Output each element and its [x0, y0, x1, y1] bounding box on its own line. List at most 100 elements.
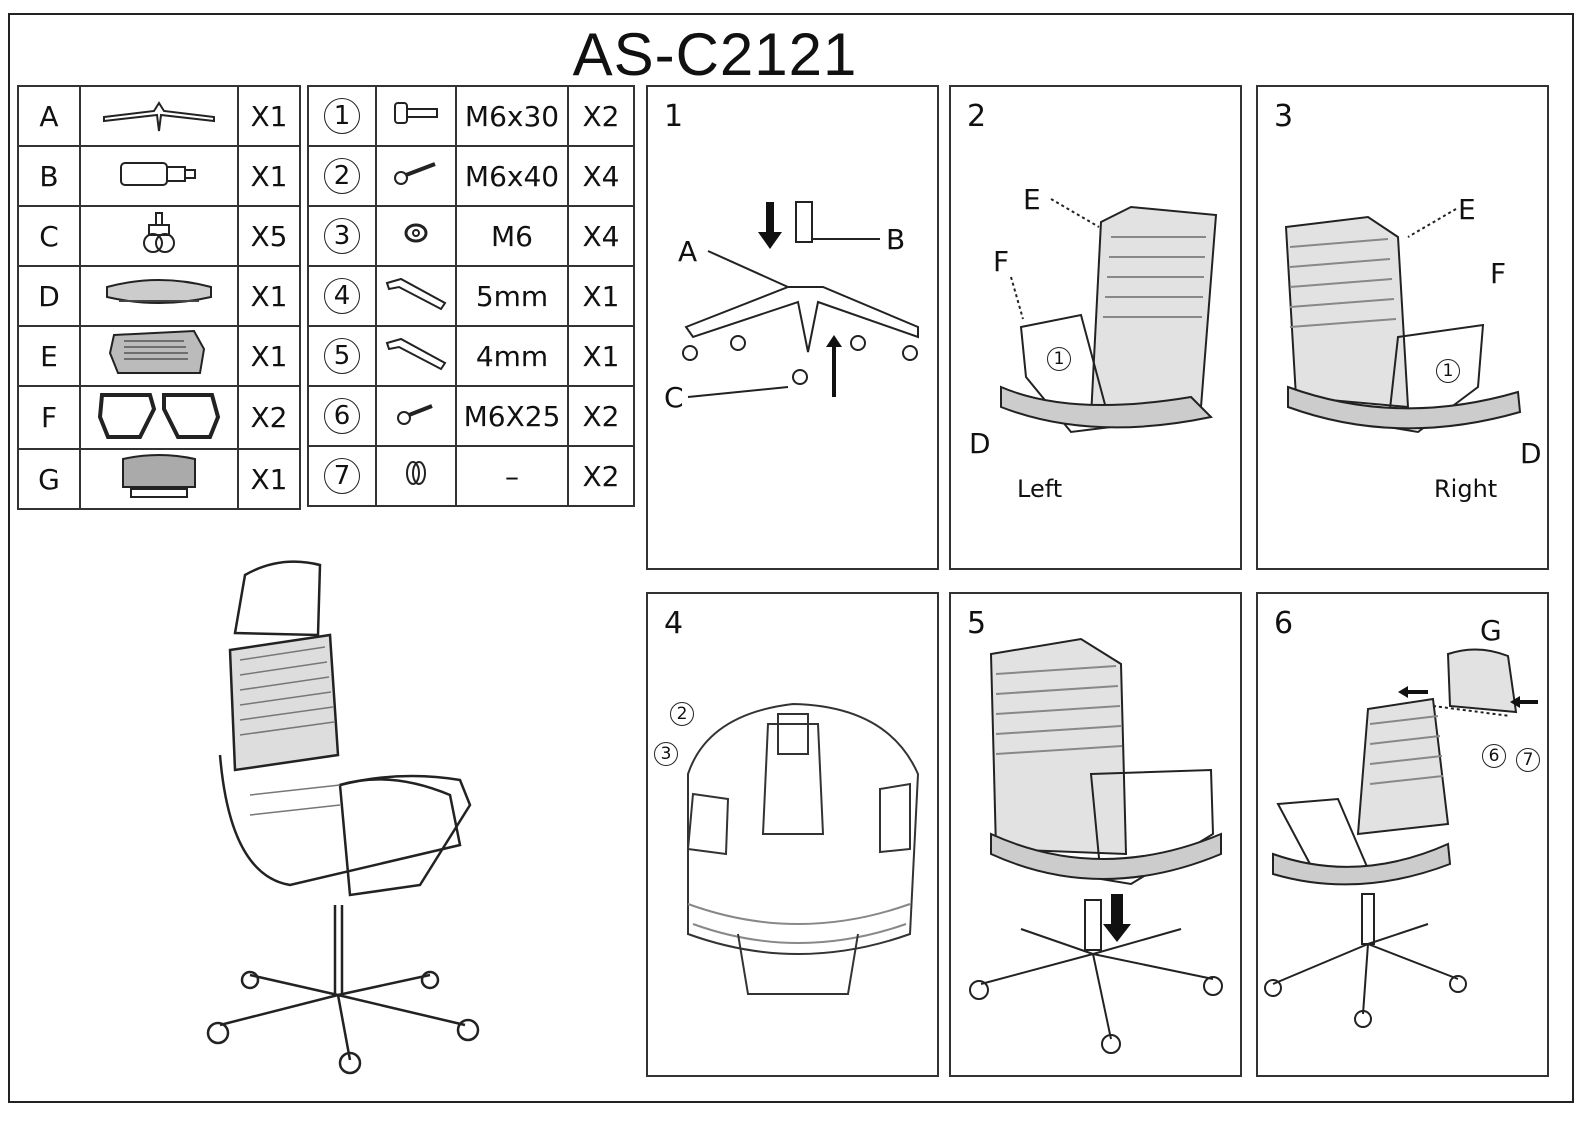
part-row-c: C X5 — [17, 205, 301, 267]
screw-callout: 6 — [1482, 744, 1506, 768]
step-number: 5 — [967, 606, 987, 641]
part-row-d: D X1 — [17, 265, 301, 327]
part-letter: A — [17, 85, 81, 147]
step-6-panel: 6 G 6 7 — [1256, 592, 1549, 1077]
product-title: AS-C2121 — [572, 21, 858, 88]
hardware-spec: 5mm — [455, 265, 569, 327]
hardware-number: 1 — [324, 98, 360, 134]
allen-key-icon — [375, 325, 457, 387]
part-letter: F — [17, 385, 81, 450]
hardware-qty: X2 — [567, 445, 635, 507]
hardware-number: 3 — [324, 218, 360, 254]
part-letter: D — [17, 265, 81, 327]
step-4-panel: 4 2 3 — [646, 592, 939, 1077]
allen-key-icon — [375, 265, 457, 327]
step-number: 2 — [967, 99, 987, 134]
part-row-e: E X1 — [17, 325, 301, 387]
left-armrest-diagram — [1000, 198, 1218, 434]
base-assembly-diagram — [682, 201, 919, 398]
screw-callout: 1 — [1047, 347, 1071, 371]
hardware-qty: X2 — [567, 385, 635, 447]
part-row-b: B X1 — [17, 145, 301, 207]
part-qty: X5 — [237, 205, 301, 267]
seat-icon — [79, 265, 239, 327]
caster-wheel-icon — [79, 205, 239, 267]
step-number: 3 — [1274, 99, 1294, 134]
screw-callout: 2 — [670, 702, 694, 726]
hardware-number: 6 — [324, 398, 360, 434]
armrest-icon — [79, 385, 239, 450]
label-d: D — [969, 427, 991, 460]
part-qty: X2 — [237, 385, 301, 450]
hardware-spec: 4mm — [455, 325, 569, 387]
part-letter: C — [17, 205, 81, 267]
hardware-number: 4 — [324, 278, 360, 314]
part-qty: X1 — [237, 265, 301, 327]
part-letter: B — [17, 145, 81, 207]
bolt-icon — [375, 385, 457, 447]
hardware-qty: X4 — [567, 205, 635, 267]
bolt-icon — [375, 85, 457, 147]
parts-table-hardware: 1 M6x30 X2 2 M6x40 X4 3 M6 X4 4 5mm X1 5… — [307, 85, 635, 507]
label-f: F — [993, 245, 1010, 278]
part-letter: G — [17, 448, 81, 510]
bolt-icon — [375, 145, 457, 207]
hardware-row: 1 M6x30 X2 — [307, 85, 635, 147]
headrest-install-diagram — [1264, 648, 1538, 1028]
hardware-row: 7 – X2 — [307, 445, 635, 507]
gas-lift-icon — [79, 145, 239, 207]
label-a: A — [678, 235, 698, 268]
hardware-spec: M6x30 — [455, 85, 569, 147]
hardware-qty: X1 — [567, 325, 635, 387]
hardware-number: 2 — [324, 158, 360, 194]
part-qty: X1 — [237, 145, 301, 207]
hardware-number: 7 — [324, 458, 360, 494]
hardware-spec: M6X25 — [455, 385, 569, 447]
end-cap-icon — [375, 445, 457, 507]
step-number: 6 — [1274, 606, 1294, 641]
assembled-chair-illustration — [206, 560, 480, 1075]
step-5-panel: 5 — [949, 592, 1242, 1077]
seat-mechanism-diagram — [686, 702, 920, 995]
step-caption: Right — [1434, 475, 1498, 503]
part-qty: X1 — [237, 325, 301, 387]
cap-callout: 7 — [1516, 748, 1540, 772]
hardware-qty: X4 — [567, 145, 635, 207]
label-g: G — [1480, 614, 1502, 647]
part-row-a: A X1 — [17, 85, 301, 147]
screw-callout: 1 — [1436, 359, 1460, 383]
label-d: D — [1520, 437, 1542, 470]
step-caption: Left — [1017, 475, 1063, 503]
part-letter: E — [17, 325, 81, 387]
gas-lift-insert-diagram — [969, 637, 1223, 1054]
headrest-icon — [79, 448, 239, 510]
part-qty: X1 — [237, 85, 301, 147]
hardware-spec: M6 — [455, 205, 569, 267]
label-e: E — [1023, 183, 1041, 216]
hardware-row: 4 5mm X1 — [307, 265, 635, 327]
label-f: F — [1490, 257, 1507, 290]
label-b: B — [886, 223, 906, 256]
part-row-f: F X2 — [17, 385, 301, 450]
hardware-spec: M6x40 — [455, 145, 569, 207]
hardware-qty: X2 — [567, 85, 635, 147]
backrest-icon — [79, 325, 239, 387]
step-number: 4 — [664, 606, 684, 641]
step-number: 1 — [664, 99, 684, 134]
label-e: E — [1458, 193, 1476, 226]
washer-icon — [375, 205, 457, 267]
hardware-row: 5 4mm X1 — [307, 325, 635, 387]
hardware-row: 2 M6x40 X4 — [307, 145, 635, 207]
label-c: C — [664, 381, 684, 414]
washer-callout: 3 — [654, 742, 678, 766]
hardware-number: 5 — [324, 338, 360, 374]
right-armrest-diagram — [1284, 208, 1522, 434]
parts-table-left: A X1 B X1 C X5 D X1 E X1 F — [17, 85, 301, 510]
part-qty: X1 — [237, 448, 301, 510]
step-2-panel: 2 E F D 1 Left — [949, 85, 1242, 570]
hardware-row: 6 M6X25 X2 — [307, 385, 635, 447]
hardware-row: 3 M6 X4 — [307, 205, 635, 267]
part-row-g: G X1 — [17, 448, 301, 510]
star-base-icon — [79, 85, 239, 147]
hardware-spec: – — [455, 445, 569, 507]
